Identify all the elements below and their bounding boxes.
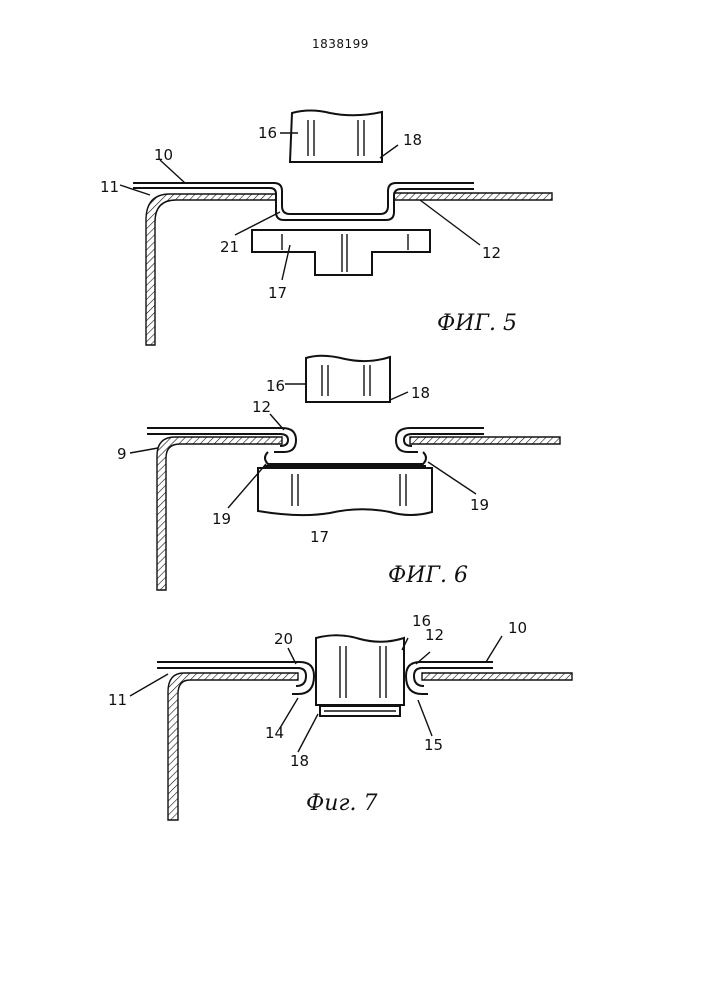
label-12: 12 xyxy=(252,398,271,416)
figure-5-caption: ФИГ. 5 xyxy=(437,311,517,336)
figure-6-caption: ФИГ. 6 xyxy=(388,563,468,588)
figure-7-caption: Фиг. 7 xyxy=(306,791,378,816)
label-11: 11 xyxy=(100,178,119,196)
label-17: 17 xyxy=(268,284,287,302)
figure-5: 16 18 10 11 21 12 17 ФИГ. 5 xyxy=(100,111,552,346)
label-18: 18 xyxy=(290,752,309,770)
figure-6: 16 18 12 9 19 19 17 ФИГ. 6 xyxy=(117,356,560,590)
label-16: 16 xyxy=(258,124,277,142)
label-14: 14 xyxy=(265,724,284,742)
die-17 xyxy=(258,468,432,515)
figure-7: 20 16 12 10 11 14 18 15 Фиг. 7 xyxy=(108,612,572,820)
label-21: 21 xyxy=(220,238,239,256)
label-9: 9 xyxy=(117,445,127,463)
punch-16 xyxy=(290,111,382,163)
sheet-hatched-left xyxy=(168,673,298,820)
punch-16 xyxy=(316,635,404,716)
sheet-12-hatched xyxy=(394,193,552,200)
label-16: 16 xyxy=(266,377,285,395)
sheet-11-hatched xyxy=(146,194,276,345)
label-19-left: 19 xyxy=(212,510,231,528)
label-15: 15 xyxy=(424,736,443,754)
label-10: 10 xyxy=(508,619,527,637)
label-20: 20 xyxy=(274,630,293,648)
label-19-right: 19 xyxy=(470,496,489,514)
label-18: 18 xyxy=(411,384,430,402)
label-12: 12 xyxy=(482,244,501,262)
label-10: 10 xyxy=(154,146,173,164)
label-17: 17 xyxy=(310,528,329,546)
die-17 xyxy=(252,230,430,275)
label-12: 12 xyxy=(425,626,444,644)
label-11: 11 xyxy=(108,691,127,709)
label-18: 18 xyxy=(403,131,422,149)
punch-16 xyxy=(306,356,390,402)
